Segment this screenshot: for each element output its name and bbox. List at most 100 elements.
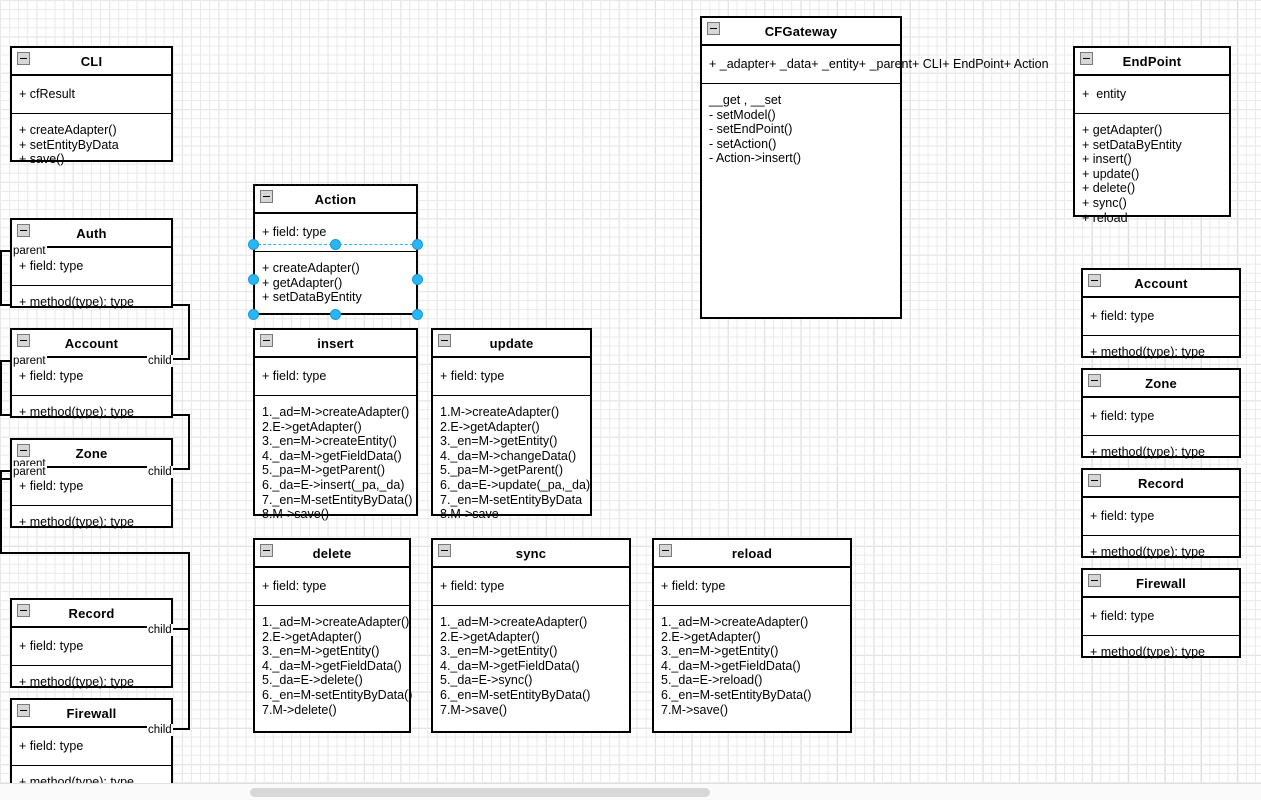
- attributes-compartment: + cfResult: [12, 76, 171, 114]
- class-box-account-right[interactable]: Account+ field: type+ method(type): type: [1081, 268, 1241, 359]
- resize-handle-w[interactable]: [248, 274, 259, 285]
- horizontal-scrollbar-thumb[interactable]: [250, 788, 710, 797]
- attributes-compartment: + field: type: [1083, 498, 1239, 536]
- collapse-minus-icon[interactable]: [1088, 574, 1101, 587]
- operation-row: 3._en=M->createEntity(): [262, 434, 397, 449]
- resize-handle-sw[interactable]: [248, 309, 259, 320]
- operation-row: 2.E->getAdapter(): [440, 629, 540, 644]
- class-name: Record: [68, 605, 115, 621]
- collapse-minus-icon[interactable]: [17, 224, 30, 237]
- class-box-endpoint[interactable]: EndPoint+ entity+ getAdapter()+ setDataB…: [1073, 46, 1231, 225]
- operation-row: 3._en=M->getEntity(): [661, 644, 779, 659]
- attribute-row: + field: type: [262, 224, 327, 239]
- resize-handle-nw[interactable]: [248, 239, 259, 250]
- class-name: EndPoint: [1122, 53, 1182, 69]
- operations-compartment: 1._ad=M->createAdapter()2.E->getAdapter(…: [255, 606, 412, 724]
- collapse-minus-icon[interactable]: [1080, 52, 1093, 65]
- operation-row: 7.M->save(): [440, 702, 508, 717]
- connector-label-record-child: child: [147, 624, 173, 636]
- collapse-minus-icon[interactable]: [659, 544, 672, 557]
- operations-compartment: + method(type): type: [1083, 636, 1239, 667]
- minus-glyph: [441, 340, 448, 341]
- class-name: Account: [1134, 275, 1188, 291]
- class-box-auth[interactable]: Auth+ field: type+ method(type): type: [10, 218, 173, 309]
- class-title-bar: Account: [12, 330, 171, 358]
- class-name: insert: [317, 335, 354, 351]
- operations-compartment: + getAdapter()+ setDataByEntity+ insert(…: [1075, 114, 1229, 232]
- minus-glyph: [263, 340, 270, 341]
- class-box-zone-left[interactable]: Zone+ field: type+ method(type): type: [10, 438, 173, 529]
- attribute-row: + field: type: [19, 368, 84, 383]
- collapse-minus-icon[interactable]: [17, 444, 30, 457]
- operation-row: 6._da=E->update(_pa,_da): [440, 477, 591, 492]
- class-box-account-left[interactable]: Account+ field: type+ method(type): type: [10, 328, 173, 419]
- collapse-minus-icon[interactable]: [17, 604, 30, 617]
- operations-compartment: + createAdapter()+ getAdapter()+ setData…: [255, 252, 416, 312]
- collapse-minus-icon[interactable]: [1088, 474, 1101, 487]
- attribute-row: + field: type: [1090, 608, 1155, 623]
- class-title-bar: Zone: [1083, 370, 1239, 398]
- minus-glyph: [1091, 480, 1098, 481]
- attributes-compartment: + field: type: [255, 358, 416, 396]
- class-box-cli[interactable]: CLI+ cfResult+ createAdapter()+ setEntit…: [10, 46, 173, 166]
- attributes-compartment: + field: type: [1083, 398, 1239, 436]
- operation-row: + setDataByEntity: [1082, 137, 1182, 152]
- minus-glyph: [20, 610, 27, 611]
- attribute-row: + _entity: [811, 56, 859, 71]
- collapse-minus-icon[interactable]: [17, 52, 30, 65]
- attributes-compartment: + field: type: [12, 358, 171, 396]
- class-box-zone-right[interactable]: Zone+ field: type+ method(type): type: [1081, 368, 1241, 459]
- attribute-row: + field: type: [440, 578, 505, 593]
- operation-row: 3._en=M->getEntity(): [262, 644, 380, 659]
- class-box-record-left[interactable]: Record+ field: type+ method(type): type: [10, 598, 173, 689]
- collapse-minus-icon[interactable]: [707, 22, 720, 35]
- class-box-cfgateway[interactable]: CFGateway+ _adapter+ _data+ _entity+ _pa…: [700, 16, 1049, 319]
- operation-row: + delete(): [1082, 181, 1136, 196]
- collapse-minus-icon[interactable]: [1088, 274, 1101, 287]
- collapse-minus-icon[interactable]: [260, 334, 273, 347]
- resize-handle-s[interactable]: [330, 309, 341, 320]
- operation-row: __get , __set: [709, 93, 782, 107]
- minus-glyph: [1091, 580, 1098, 581]
- collapse-minus-icon[interactable]: [260, 544, 273, 557]
- class-box-firewall-right[interactable]: Firewall + field: type + method(type): typ…: [1081, 568, 1241, 659]
- operation-row: + createAdapter(): [19, 123, 117, 137]
- collapse-minus-icon[interactable]: [438, 334, 451, 347]
- operation-row: 2.E->getAdapter(): [262, 419, 362, 434]
- minus-glyph: [441, 550, 448, 551]
- operation-row: 2.E->getAdapter(): [661, 629, 761, 644]
- collapse-minus-icon[interactable]: [438, 544, 451, 557]
- class-name: delete: [312, 545, 352, 561]
- operation-row: + getAdapter(): [1082, 123, 1163, 137]
- collapse-minus-icon[interactable]: [17, 704, 30, 717]
- class-box-firewall-left[interactable]: Firewall+ field: type+ method(type): typ…: [10, 698, 173, 789]
- horizontal-scrollbar-track[interactable]: [0, 783, 1261, 800]
- operation-row: + method(type): type: [1090, 645, 1205, 659]
- collapse-minus-icon[interactable]: [17, 334, 30, 347]
- class-title-bar: reload: [654, 540, 850, 568]
- class-box-record-right[interactable]: Record+ field: type+ method(type): type: [1081, 468, 1241, 559]
- attribute-row: + cfResult: [19, 86, 75, 101]
- collapse-minus-icon[interactable]: [260, 190, 273, 203]
- attribute-row: + field: type: [440, 368, 505, 383]
- resize-handle-se[interactable]: [412, 309, 423, 320]
- operation-row: 1._ad=M->createAdapter(): [262, 615, 410, 629]
- minus-glyph: [263, 550, 270, 551]
- resize-handle-e[interactable]: [412, 274, 423, 285]
- class-title-bar: Firewall: [1083, 570, 1239, 598]
- attributes-compartment: + field: type: [654, 568, 850, 606]
- operation-row: 4._da=M->getFieldData(): [262, 448, 402, 463]
- collapse-minus-icon[interactable]: [1088, 374, 1101, 387]
- attribute-row: + field: type: [19, 638, 84, 653]
- attributes-compartment: + field: type: [255, 568, 409, 606]
- resize-handle-ne[interactable]: [412, 239, 423, 250]
- connector-account-to-zone-v: [188, 414, 190, 470]
- operation-row: - setModel(): [709, 107, 776, 122]
- resize-handle-n[interactable]: [330, 239, 341, 250]
